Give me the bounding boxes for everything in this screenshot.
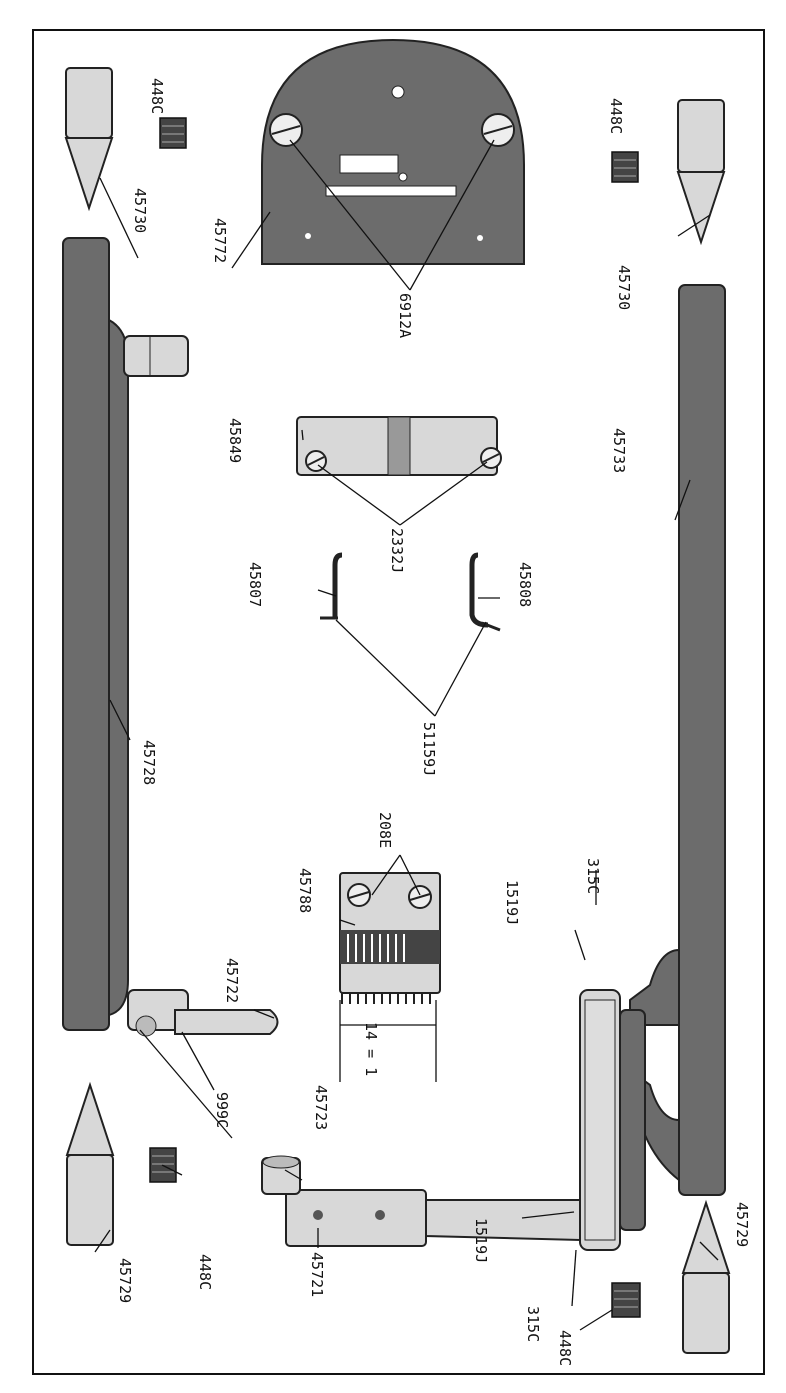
label-45849: 45849 [226, 418, 244, 463]
label-315c-top: 315C [584, 858, 602, 894]
shaft-45733 [579, 284, 726, 1251]
bullet-45729-right [681, 1199, 731, 1354]
label-448c-bottom-left: 448C [196, 1254, 214, 1290]
screw-448c-top-left [159, 117, 187, 149]
crank-45722 [135, 1009, 279, 1037]
label-45729-left: 45729 [116, 1258, 134, 1303]
label-45722: 45722 [223, 958, 241, 1003]
label-45729-right: 45729 [733, 1202, 751, 1247]
label-448c-top-right: 448C [607, 98, 625, 134]
screw-448c-bottom-right [611, 1282, 641, 1318]
label-45807: 45807 [246, 562, 264, 607]
label-999c: 999C [213, 1092, 231, 1128]
label-45723: 45723 [312, 1085, 330, 1130]
label-315c-bottom: 315C [524, 1306, 542, 1342]
label-1519j-top: 1519J [503, 880, 521, 925]
bullet-45730-left [64, 67, 114, 212]
label-448c-top-left: 448C [148, 78, 166, 114]
shaft-45728 [62, 237, 189, 1031]
label-45728: 45728 [140, 740, 158, 785]
part-labels: 448C 45730 45772 448C 45730 6912A 45849 … [116, 78, 751, 1366]
label-45808: 45808 [516, 562, 534, 607]
label-6912a: 6912A [396, 293, 414, 338]
clip-45808 [469, 552, 501, 632]
label-2332j: 2332J [388, 528, 406, 573]
label-208e: 208E [376, 812, 394, 848]
label-51159j: 51159J [420, 722, 438, 776]
label-448c-bottom-right: 448C [556, 1330, 574, 1366]
label-14eq1: 14 = 1 [362, 1022, 380, 1076]
bullet-45729-left [65, 1081, 115, 1246]
label-45772: 45772 [211, 218, 229, 263]
label-45733: 45733 [610, 428, 628, 473]
bullet-45730-right [676, 99, 726, 246]
label-45788: 45788 [296, 868, 314, 913]
label-45730-right: 45730 [615, 265, 633, 310]
throat-plate-45772 [261, 38, 525, 265]
pin-45723 [261, 1155, 301, 1195]
label-45730-left: 45730 [131, 188, 149, 233]
arm-45721 [285, 1189, 581, 1247]
label-1519j-bottom: 1519J [472, 1218, 490, 1263]
diagram-frame [32, 29, 765, 1375]
screw-448c-bottom-left [149, 1147, 177, 1183]
screw-448c-top-right [611, 151, 639, 183]
label-45721: 45721 [308, 1252, 326, 1297]
bracket-45849 [296, 416, 502, 476]
feed-dog-45788 [339, 872, 441, 1004]
clip-45807 [320, 552, 343, 620]
leader-lines [94, 139, 719, 1331]
